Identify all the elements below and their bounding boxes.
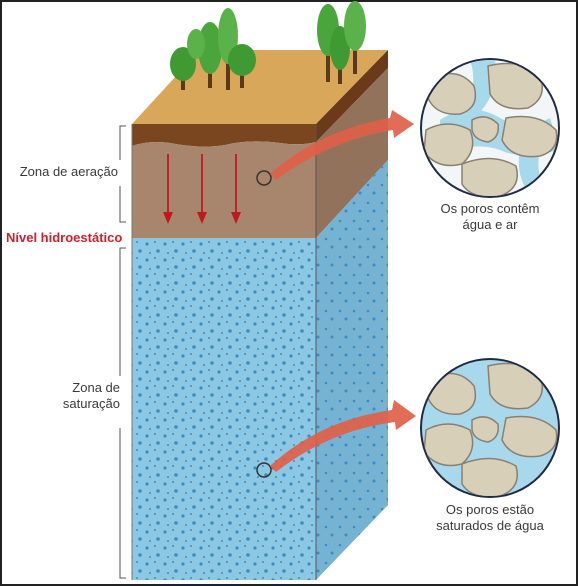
saturation-zone-label-line2: saturação	[62, 396, 120, 411]
bottom-callout-line2: saturados de água	[436, 518, 544, 533]
bottom-callout-label: Os poros estão saturados de água	[414, 502, 566, 534]
top-callout-line2: água e ar	[462, 217, 518, 232]
arrow-down-icon	[163, 154, 241, 224]
topsoil-front	[132, 124, 316, 147]
aeration-zone-front	[132, 141, 316, 238]
water-droplets-front	[132, 238, 316, 580]
arrow-right-icon	[270, 110, 414, 180]
saturation-zone-bracket	[119, 247, 126, 579]
saturation-zone-label-line1: Zona de	[72, 380, 120, 395]
aeration-zone-side	[316, 68, 388, 238]
aeration-zone-bracket	[119, 125, 126, 223]
ground-surface	[132, 50, 388, 124]
saturation-zone-label: Zona de saturação	[20, 380, 120, 412]
top-callout-label: Os poros contêm água e ar	[424, 201, 556, 233]
water-droplets-side	[316, 160, 388, 580]
magnified-pores-icon	[420, 358, 560, 498]
tree-icon	[317, 1, 366, 84]
pore-marker-aeration	[256, 170, 272, 186]
topsoil-side	[316, 50, 388, 142]
water-table-label: Nível hidroestático	[6, 230, 123, 245]
arrow-right-icon	[270, 400, 416, 472]
pore-marker-saturation	[256, 462, 272, 478]
bottom-callout-line1: Os poros estão	[445, 502, 535, 517]
magnified-pores-icon	[420, 58, 560, 198]
tree-icon	[170, 8, 256, 90]
aeration-zone-label: Zona de aeração	[19, 164, 118, 179]
top-callout-line1: Os poros contêm	[440, 201, 540, 216]
